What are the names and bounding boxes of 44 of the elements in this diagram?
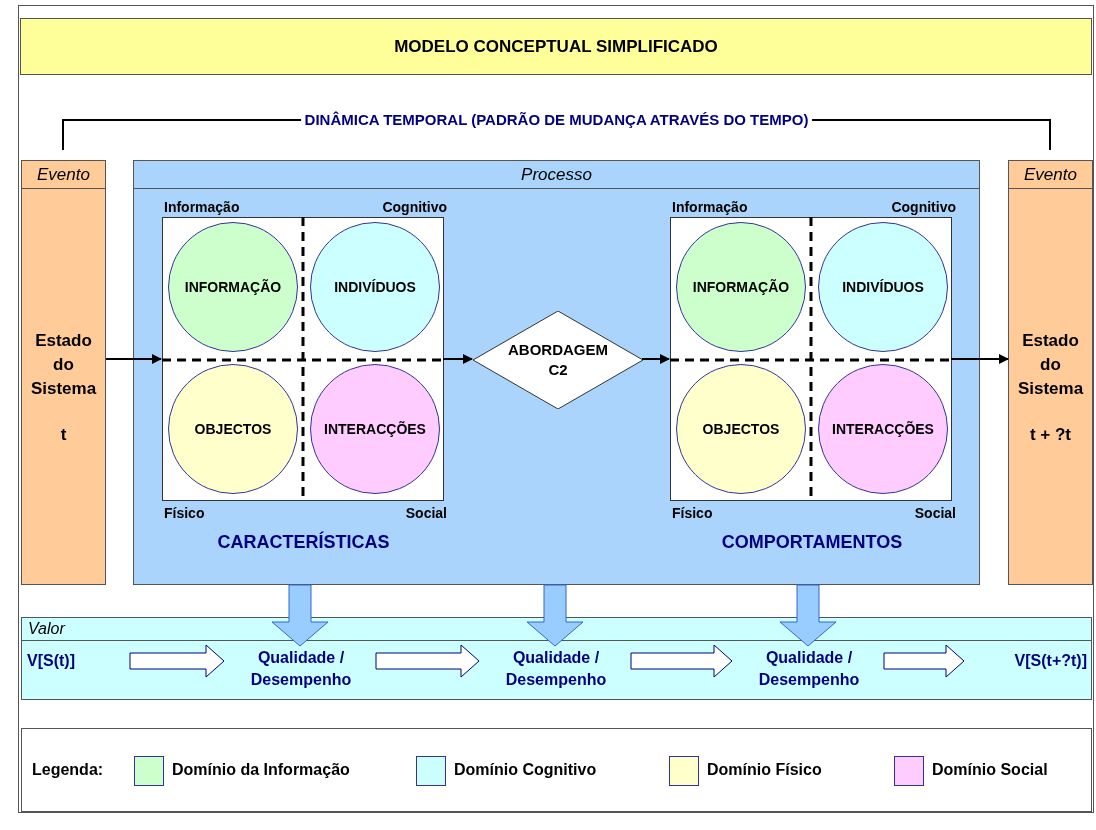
arrow [641, 354, 670, 364]
value-label: V[S(t)] [27, 650, 125, 674]
section-heading: CARACTERÍSTICAS [216, 532, 391, 553]
block-arrow [526, 584, 584, 647]
section-heading: COMPORTAMENTOS [720, 532, 904, 553]
column-header: Evento [1009, 161, 1092, 189]
legend-label: Domínio da Informação [172, 761, 350, 779]
decision-diamond: ABORDAGEM C2 [473, 311, 643, 409]
block-arrow [271, 584, 329, 647]
title-banner: MODELO CONCEPTUAL SIMPLIFICADO [20, 18, 1092, 75]
block-arrow [883, 644, 965, 678]
edge-label: DINÂMICA TEMPORAL (PADRÃO DE MUDANÇA ATRAVÉS DO TEMPO) [300, 110, 813, 130]
axis-label: Social [405, 505, 447, 521]
value-label: Qualidade / Desempenho [231, 647, 371, 691]
axis-label: Cognitivo [382, 199, 447, 215]
legend-title: Legenda: [32, 761, 104, 779]
event-column [1008, 160, 1093, 585]
axis-label: Social [914, 505, 956, 521]
axis-label: Físico [672, 505, 713, 521]
value-label: V[S(t+?t)] [971, 650, 1087, 674]
axis-label: Físico [164, 505, 205, 521]
legend-label: Domínio Cognitivo [454, 761, 597, 779]
arrow [105, 354, 162, 364]
block-arrow [375, 644, 480, 678]
legend-label: Domínio Social [932, 761, 1048, 779]
process-panel [133, 160, 980, 585]
legend-label: Domínio Físico [707, 761, 822, 779]
axis-label: Informação [164, 199, 240, 215]
time-label: t [59, 425, 68, 445]
arrow [950, 354, 1009, 364]
value-label: Qualidade / Desempenho [486, 647, 626, 691]
value-label: Qualidade / Desempenho [739, 647, 879, 691]
block-arrow [129, 644, 225, 678]
state-label: Estado do Sistema [29, 330, 98, 400]
block-arrow [630, 644, 733, 678]
arrow [442, 354, 473, 364]
block-arrow [779, 584, 837, 647]
column-header: Evento [22, 161, 105, 189]
axis-label: Informação [672, 199, 748, 215]
panel-header: Processo [134, 161, 979, 189]
time-label: t + ?t [1028, 425, 1073, 445]
axis-label: Cognitivo [891, 199, 956, 215]
event-column [21, 160, 106, 585]
state-label: Estado do Sistema [1016, 330, 1085, 400]
